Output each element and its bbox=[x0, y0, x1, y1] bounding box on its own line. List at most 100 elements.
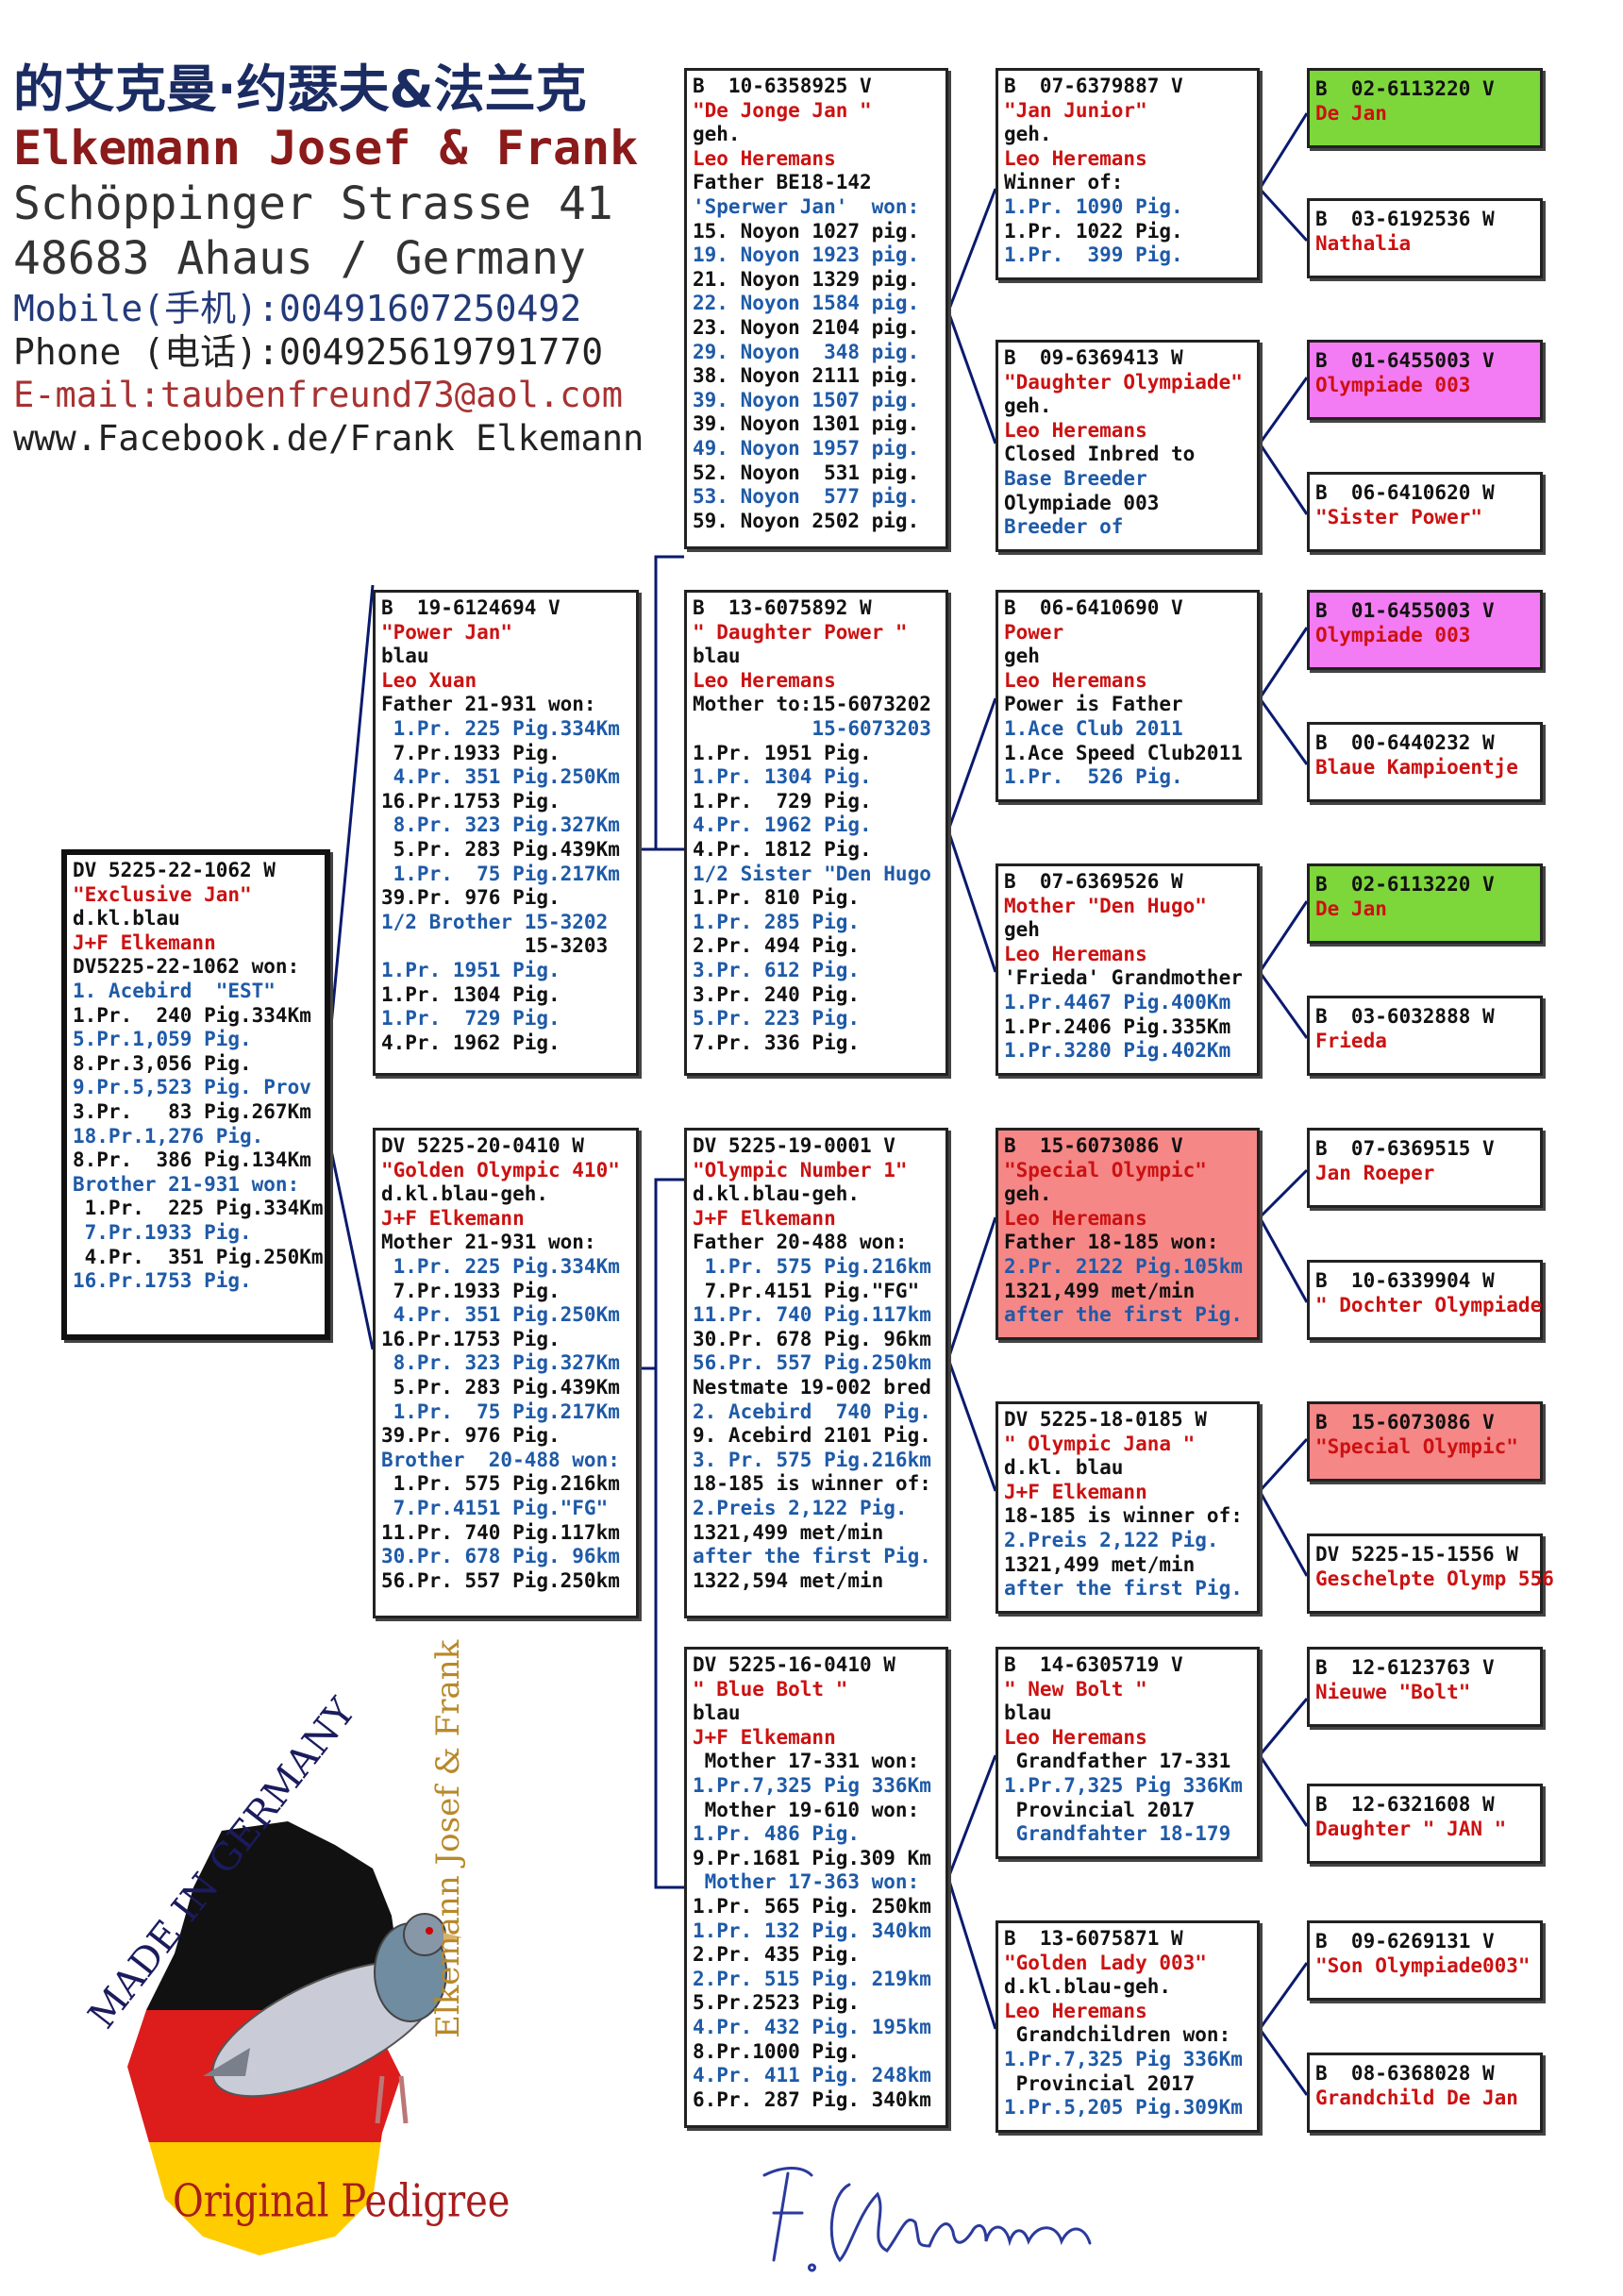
ring-number: DV 5225-19-0001 V bbox=[693, 1134, 895, 1157]
card-line: 1.Ace Speed Club2011 bbox=[1004, 741, 1243, 764]
card-line: 1.Pr.7,325 Pig 336Km bbox=[693, 1773, 931, 1797]
ring-number: DV 5225-16-0410 W bbox=[693, 1653, 895, 1676]
card-line: Mother to:15-6073202 bbox=[693, 693, 931, 716]
card-line: 39. Noyon 1507 pig. bbox=[693, 388, 920, 411]
card-line: blau bbox=[693, 1701, 741, 1725]
breeder-name: Elkemann Josef & Frank bbox=[13, 121, 639, 176]
pigeon-name: Olympiade 003 bbox=[1315, 624, 1471, 646]
pigeon-name: De Jan bbox=[1315, 102, 1387, 125]
card-line: 1.Pr. 225 Pig.334Km bbox=[73, 1197, 324, 1220]
facebook-link[interactable]: www.Facebook.de/Frank Elkemann bbox=[13, 418, 644, 459]
ring-number: DV 5225-22-1062 W bbox=[73, 859, 276, 881]
pigeon-name: Geschelpte Olymp 556 bbox=[1315, 1567, 1554, 1590]
card-line: 1.Pr. 1090 Pig. bbox=[1004, 194, 1183, 218]
ring-number: B 10-6339904 W bbox=[1315, 1269, 1495, 1292]
card-line: 1321,499 met/min bbox=[1004, 1552, 1196, 1576]
pedigree-card-ss: B 10-6358925 V"De Jonge Jan "geh.Leo Her… bbox=[684, 68, 948, 549]
card-line: 1.Pr.3280 Pig.402Km bbox=[1004, 1039, 1231, 1063]
card-line: 7.Pr. 336 Pig. bbox=[693, 1031, 861, 1054]
card-line: 56.Pr. 557 Pig.250km bbox=[693, 1351, 931, 1375]
pigeon-name: Frieda bbox=[1315, 1030, 1387, 1052]
email-address[interactable]: E-mail:taubenfreund73@aol.com bbox=[13, 375, 624, 415]
card-line: 18-185 is winner of: bbox=[693, 1472, 931, 1496]
card-line: J+F Elkemann bbox=[381, 1206, 525, 1230]
card-line: geh bbox=[1004, 918, 1040, 942]
card-line: Olympiade 003 bbox=[1004, 491, 1160, 514]
card-line: 2.Preis 2,122 Pig. bbox=[693, 1496, 908, 1519]
city-address: 48683 Ahaus / Germany bbox=[13, 232, 586, 285]
card-line: 1.Pr. 225 Pig.334Km bbox=[381, 716, 620, 740]
card-line: 52. Noyon 531 pig. bbox=[693, 461, 920, 484]
card-line: 9.Pr.5,523 Pig. Prov bbox=[73, 1076, 311, 1099]
card-line: 1.Pr. 75 Pig.217Km bbox=[381, 1399, 620, 1423]
pigeon-name: "Golden Olympic 410" bbox=[381, 1158, 620, 1182]
card-line: Brother 20-488 won: bbox=[381, 1448, 620, 1471]
card-line: Father 21-931 won: bbox=[381, 693, 596, 716]
card-line: 1.Pr. 575 Pig.216km bbox=[693, 1254, 931, 1278]
card-line: 8.Pr. 386 Pig.134Km bbox=[73, 1148, 311, 1172]
card-line: geh. bbox=[1004, 1182, 1052, 1206]
pigeon-name: Grandchild De Jan bbox=[1315, 2087, 1518, 2109]
card-line: 2.Pr. 515 Pig. 219km bbox=[693, 1967, 931, 1990]
card-line: 2. Acebird 740 Pig. bbox=[693, 1399, 931, 1423]
card-line: geh. bbox=[1004, 123, 1052, 146]
card-line: Leo Heremans bbox=[1004, 942, 1147, 965]
card-line: J+F Elkemann bbox=[693, 1725, 836, 1749]
card-line: J+F Elkemann bbox=[693, 1206, 836, 1230]
ring-number: B 00-6440232 W bbox=[1315, 731, 1495, 754]
card-line: 5.Pr.1,059 Pig. bbox=[73, 1028, 252, 1051]
card-line: Leo Heremans bbox=[1004, 146, 1147, 170]
card-line: 53. Noyon 577 pig. bbox=[693, 485, 920, 509]
pigeon-name: "Special Olympic" bbox=[1315, 1435, 1518, 1458]
card-line: 2.Pr. 494 Pig. bbox=[693, 934, 861, 958]
ring-number: B 15-6073086 V bbox=[1315, 1411, 1495, 1433]
card-line: Grandchildren won: bbox=[1004, 2023, 1231, 2047]
card-line: Grandfather 17-331 bbox=[1004, 1750, 1231, 1773]
card-line: Mother 19-610 won: bbox=[693, 1798, 920, 1821]
card-line: 1.Pr. 729 Pig. bbox=[693, 789, 872, 813]
card-line: Mother 17-331 won: bbox=[693, 1750, 920, 1773]
pedigree-card-g1: B 07-6379887 V"Jan Junior"geh.Leo Herema… bbox=[996, 68, 1260, 280]
card-line: 16.Pr.1753 Pig. bbox=[381, 789, 561, 813]
card-line: 7.Pr.1933 Pig. bbox=[73, 1220, 252, 1244]
pedigree-card-dam: DV 5225-20-0410 W"Golden Olympic 410"d.k… bbox=[373, 1128, 639, 1618]
ring-number: B 01-6455003 V bbox=[1315, 349, 1495, 372]
card-line: Nestmate 19-002 bred bbox=[693, 1375, 931, 1399]
card-line: 1.Pr.7,325 Pig 336Km bbox=[1004, 1773, 1243, 1797]
card-line: DV5225-22-1062 won: bbox=[73, 955, 300, 979]
card-line: Leo Heremans bbox=[1004, 418, 1147, 442]
card-line: 'Frieda' Grandmother bbox=[1004, 966, 1243, 990]
card-line: 4.Pr. 351 Pig.250Km bbox=[381, 1303, 620, 1327]
card-line: 38. Noyon 2111 pig. bbox=[693, 364, 920, 388]
card-line: Provincial 2017 bbox=[1004, 2071, 1196, 2095]
pedigree-card-subject: DV 5225-22-1062 W"Exclusive Jan"d.kl.bla… bbox=[61, 849, 330, 1340]
pigeon-name: " Daughter Power " bbox=[693, 620, 908, 644]
card-line: Closed Inbred to bbox=[1004, 443, 1196, 466]
card-line: 4.Pr. 1962 Pig. bbox=[381, 1031, 561, 1054]
ring-number: B 07-6369515 V bbox=[1315, 1137, 1495, 1160]
card-line: Power is Father bbox=[1004, 693, 1183, 716]
card-line: 5.Pr.2523 Pig. bbox=[693, 1991, 861, 2015]
card-line: 4.Pr. 411 Pig. 248km bbox=[693, 2064, 931, 2087]
card-line: 8.Pr. 323 Pig.327Km bbox=[381, 813, 620, 837]
card-line: 2.Preis 2,122 Pig. bbox=[1004, 1528, 1219, 1551]
pigeon-name: "Special Olympic" bbox=[1004, 1158, 1207, 1182]
pigeon-name: " New Bolt " bbox=[1004, 1677, 1147, 1701]
ancestor-leaf-l4: B 06-6410620 W"Sister Power" bbox=[1307, 472, 1543, 552]
card-line: Provincial 2017 bbox=[1004, 1798, 1196, 1821]
ring-number: B 02-6113220 V bbox=[1315, 77, 1495, 100]
ring-number: B 10-6358925 V bbox=[693, 75, 872, 97]
pigeon-name: Nieuwe "Bolt" bbox=[1315, 1681, 1471, 1703]
card-line: Leo Heremans bbox=[1004, 668, 1147, 692]
ancestor-leaf-l11: B 15-6073086 V"Special Olympic" bbox=[1307, 1401, 1543, 1482]
card-line: 39. Noyon 1301 pig. bbox=[693, 412, 920, 436]
pigeon-name: " Dochter Olympiade bbox=[1315, 1294, 1543, 1316]
ring-number: B 12-6321608 W bbox=[1315, 1793, 1495, 1816]
card-line: geh bbox=[1004, 645, 1040, 668]
pedigree-card-g2: B 09-6369413 W"Daughter Olympiade"geh.Le… bbox=[996, 340, 1260, 552]
